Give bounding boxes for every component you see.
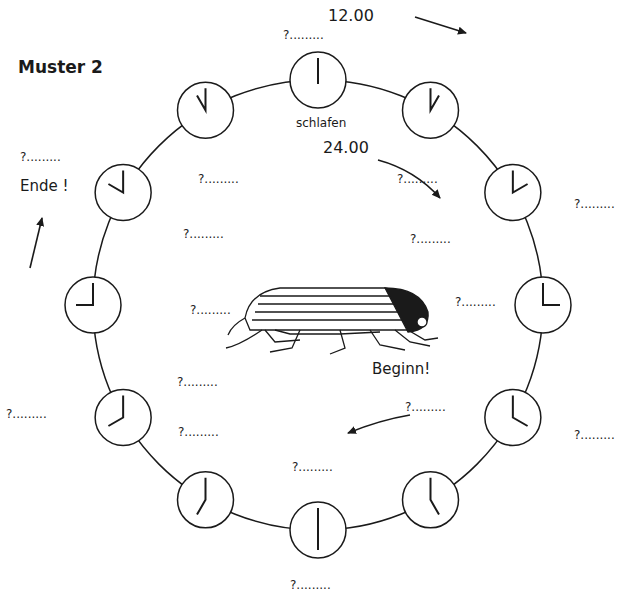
clock-hands [197, 478, 206, 515]
clock-hands [317, 58, 319, 84]
clock-hands [513, 171, 528, 193]
answer-blank: ?......... [6, 407, 47, 421]
clock-hands [108, 171, 123, 193]
time-note: 24.00 [323, 138, 369, 157]
answer-blank: ?......... [190, 303, 231, 317]
answer-blank: ?......... [183, 227, 224, 241]
time-note: Ende ! [20, 177, 69, 195]
clock-face [65, 277, 121, 333]
clock-face [515, 277, 571, 333]
answer-blank: ?......... [20, 150, 61, 164]
time-note: Beginn! [372, 360, 430, 378]
answer-blank: ?......... [397, 172, 438, 186]
clock-face [290, 502, 346, 558]
answer-blank: ?......... [290, 578, 331, 592]
answer-blank: ?......... [283, 28, 324, 42]
clock-hands [543, 283, 560, 305]
clock-hands [197, 88, 206, 110]
clock-face [178, 82, 234, 138]
answer-blank: ?......... [410, 232, 451, 246]
clock-face [485, 165, 541, 221]
answer-blank: ?......... [198, 172, 239, 186]
clock-face [403, 82, 459, 138]
answer-blank: ?......... [178, 425, 219, 439]
answer-blank: ?......... [455, 295, 496, 309]
time-note: 12.00 [328, 6, 374, 25]
time-note: schlafen [296, 116, 346, 130]
clock-face [290, 52, 346, 108]
clock-hands [431, 88, 440, 110]
clock-hands [513, 396, 528, 427]
answer-blank: ?......... [177, 375, 218, 389]
clock-hands [317, 508, 319, 550]
clock-hands [431, 478, 440, 515]
answer-blank: ?......... [405, 400, 446, 414]
clock-face [403, 472, 459, 528]
worksheet-title: Muster 2 [18, 57, 103, 77]
clock-face [178, 472, 234, 528]
clock-hands [108, 396, 123, 427]
answer-blank: ?......... [574, 197, 615, 211]
clock-face [95, 165, 151, 221]
answer-blank: ?......... [574, 428, 615, 442]
clock-hands [76, 283, 93, 305]
clock-face [485, 390, 541, 446]
answer-blank: ?......... [292, 460, 333, 474]
clock-face [95, 390, 151, 446]
